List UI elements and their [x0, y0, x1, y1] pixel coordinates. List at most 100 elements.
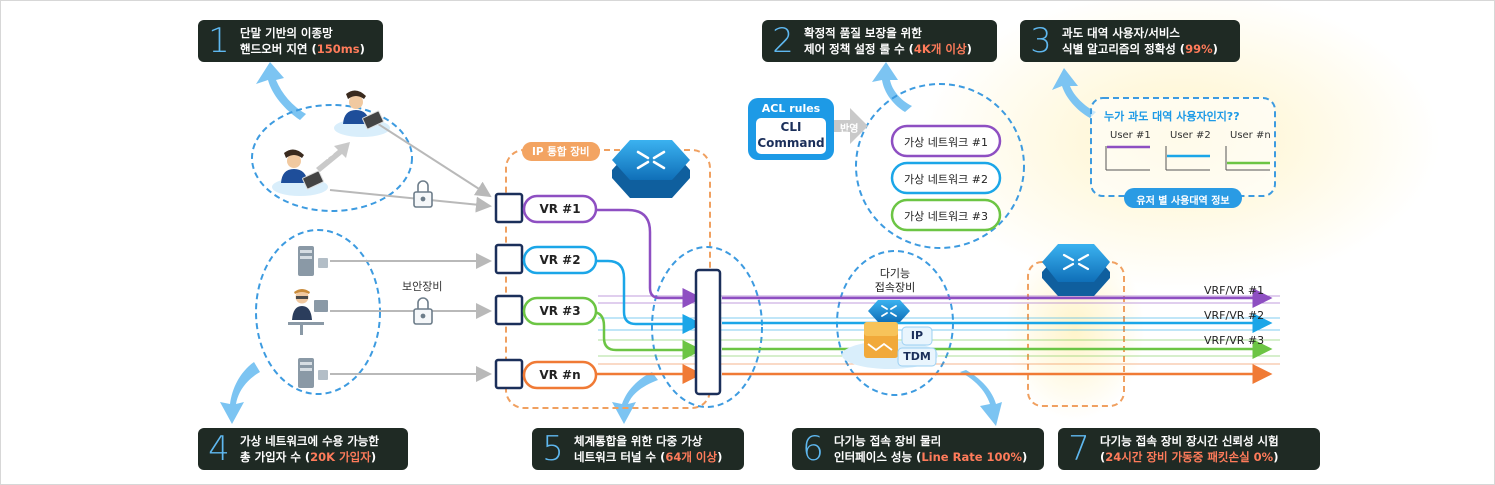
callout-line1: 확정적 품질 보장을 위한 — [804, 26, 922, 40]
callout-number: 5 — [542, 429, 564, 469]
callout-line2-end: ) — [370, 450, 377, 464]
vr-port-3 — [494, 294, 524, 326]
callout-line2-end: ) — [359, 42, 365, 56]
apply-label: 반영 — [840, 124, 859, 135]
who-question-label: 누가 과도 대역 사용자인지?? — [1104, 110, 1240, 123]
ip-integration-box — [505, 149, 711, 409]
callout-highlight: 64개 이상 — [665, 450, 718, 464]
callout-number: 3 — [1030, 21, 1052, 61]
ip-tag — [901, 326, 933, 346]
callout-line2: 총 가입자 수 ( — [240, 450, 311, 464]
move-arrow — [316, 142, 350, 172]
tunnel-bar — [694, 268, 722, 396]
callout-highlight: Line Rate 100% — [921, 450, 1023, 464]
virtual-network-label-1: 가상 네트워크 #1 — [904, 136, 988, 149]
virtual-network-label-3: 가상 네트워크 #3 — [904, 210, 988, 223]
user-label-2: User #2 — [1170, 130, 1211, 141]
callout-line1: 체계통합을 위한 다중 가상 — [574, 434, 703, 448]
mobile-user-icon — [281, 149, 324, 190]
user-bandwidth-charts — [1105, 145, 1270, 171]
vr-label-n: VR #n — [539, 368, 581, 382]
callout-line2-end: ) — [1022, 450, 1028, 464]
callout-highlight: 150ms — [316, 42, 360, 56]
apply-arrow — [832, 108, 868, 144]
callout-line1: 과도 대역 사용자/서비스 — [1062, 26, 1181, 40]
callout-line1: 가상 네트워크에 수용 가능한 — [240, 434, 379, 448]
user-label-n: User #n — [1230, 130, 1271, 141]
acl-rules-label: ACL rules — [761, 102, 821, 115]
virtual-network-2 — [890, 161, 1002, 195]
virtual-networks-group — [855, 83, 1025, 249]
callout-line2: ( — [1100, 450, 1106, 464]
user-to-vr-connector — [371, 119, 492, 198]
cli-label: CLI — [780, 120, 802, 134]
virtual-network-1 — [890, 124, 1002, 158]
callout-line1: 다기능 접속 장비 장시간 신뢰성 시험 — [1100, 434, 1279, 448]
vr3-pill — [522, 296, 598, 326]
callout-line2: 제어 정책 설정 룰 수 ( — [804, 42, 914, 56]
callout-line2-end: ) — [966, 42, 972, 56]
callout-line1: 다기능 접속 장비 물리 — [834, 434, 942, 448]
callout-line2: 핸드오버 지연 ( — [240, 42, 317, 56]
user-label-1: User #1 — [1110, 130, 1151, 141]
callout-number: 2 — [772, 21, 794, 61]
ip-integration-text: IP 통합 장비 — [532, 146, 590, 158]
vrf-label-1: VRF/VR #1 — [1204, 284, 1265, 297]
ip-label: IP — [910, 329, 924, 342]
vr-port-n — [494, 358, 524, 390]
vr2-pill — [522, 245, 598, 275]
callout-line1: 단말 기반의 이종망 — [240, 26, 333, 40]
callout-line2: 식별 알고리즘의 정확성 ( — [1062, 42, 1186, 56]
callout-number: 6 — [802, 429, 824, 469]
virtual-network-3 — [890, 198, 1002, 232]
lock-icon — [413, 297, 433, 325]
callout-line2-end: ) — [717, 450, 723, 464]
callout-highlight: 99% — [1185, 42, 1213, 56]
vr2-path — [596, 259, 703, 334]
mobile-user-icon — [343, 90, 384, 130]
cli-command-box — [756, 118, 826, 154]
tdm-tag — [897, 347, 937, 367]
person-at-computer-icon — [288, 289, 328, 335]
vr1-path — [596, 208, 703, 308]
ip-integration-label: IP 통합 장비 — [522, 142, 600, 161]
server-icon — [298, 246, 328, 276]
server-icon — [298, 358, 328, 388]
mobile-users-group — [251, 104, 413, 212]
vr-port-2 — [494, 243, 524, 275]
callout-pointer-arrows — [220, 62, 1096, 426]
vr-port-1 — [494, 192, 524, 224]
callout-line2-end: ) — [1212, 42, 1218, 56]
callout-7: 7 다기능 접속 장비 장시간 신뢰성 시험(24시간 장비 가동중 패킷손실 … — [1058, 428, 1320, 470]
user-bw-info-pill — [1124, 188, 1242, 208]
callout-line2-end: ) — [1273, 450, 1279, 464]
callout-line2: 네트워크 터널 수 ( — [574, 450, 666, 464]
router-icon — [612, 140, 690, 198]
vr1-pill — [522, 194, 598, 224]
callout-highlight: 4K개 이상 — [913, 42, 967, 56]
user-bw-info-label: 유저 별 사용대역 정보 — [1136, 196, 1230, 207]
command-label: Command — [757, 136, 825, 150]
security-device-label: 보안장비 — [402, 280, 443, 293]
vrf-label-2: VRF/VR #2 — [1204, 309, 1265, 322]
callout-highlight: 20K 가입자 — [310, 450, 371, 464]
callout-number: 1 — [208, 21, 230, 61]
vr-label-3: VR #3 — [539, 304, 581, 318]
tdm-label: TDM — [903, 350, 931, 363]
callout-number: 4 — [208, 429, 230, 469]
user-to-vr-connector — [329, 189, 492, 213]
vr-label-2: VR #2 — [539, 253, 581, 267]
virtual-network-label-2: 가상 네트워크 #2 — [904, 173, 988, 186]
tunnel-group — [651, 246, 763, 408]
multifunction-label-1: 다기능 — [879, 267, 911, 280]
vrn-pill — [522, 360, 598, 390]
multifunction-label-2: 접속장비 — [874, 281, 916, 294]
